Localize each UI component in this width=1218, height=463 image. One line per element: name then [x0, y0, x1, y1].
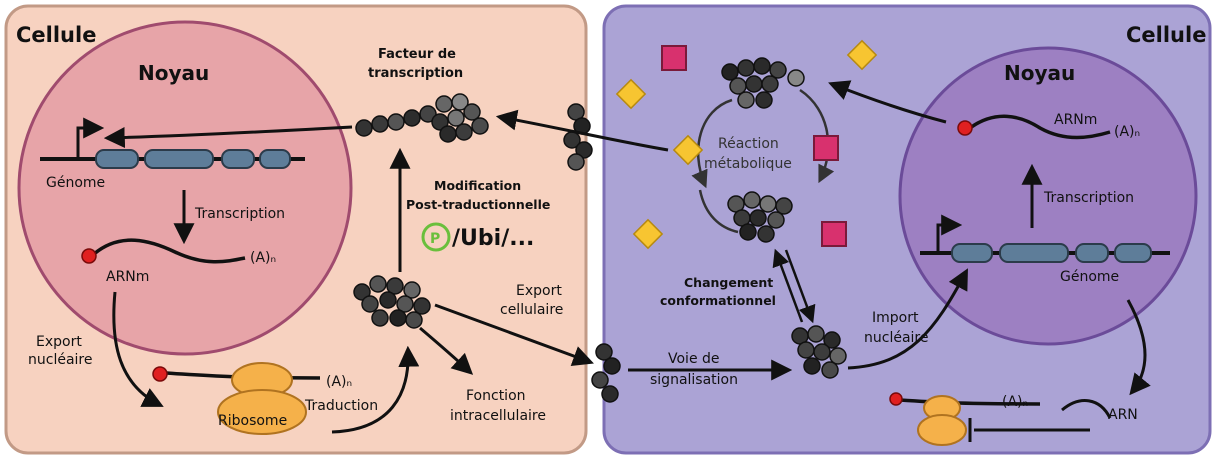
left-nuclear-export-arrow — [112, 291, 164, 407]
left-mrna-polya: (A)ₙ — [250, 250, 276, 266]
metabolic-protein-bottom — [727, 191, 793, 243]
metabolite-square-icon — [813, 135, 839, 161]
rna-strand — [1061, 399, 1112, 419]
left-mrna — [81, 238, 246, 264]
metabolic-to-mrna-arrow — [828, 80, 947, 124]
conformational-label-1: Changement — [684, 275, 773, 290]
left-translation-arrow — [331, 345, 420, 434]
conformational-label-2: conformationnel — [660, 293, 776, 308]
export-cellular-arrow — [434, 303, 594, 367]
right-ribosome-cap — [889, 392, 903, 406]
conformational-arrow-down — [784, 249, 816, 324]
ptm-mark: /Ubi/... — [452, 226, 534, 251]
export-cellular-label-1: Export — [516, 283, 562, 299]
exported-protein-bottom — [591, 343, 621, 403]
import-nuclear-label-1: Import — [872, 310, 919, 326]
nucleus-to-rna-arrow — [1126, 299, 1151, 396]
left-genome-label: Génome — [46, 175, 105, 191]
left-nucleus-label: Noyau — [138, 61, 209, 85]
left-ribosome — [152, 362, 321, 435]
exported-protein-top — [563, 103, 593, 171]
left-genome — [40, 117, 305, 169]
metabolic-cycle — [691, 88, 835, 234]
intracellular-label-2: intracellulaire — [450, 408, 546, 424]
right-genome-label: Génome — [1060, 269, 1119, 285]
right-mrna-label: ARNm — [1054, 112, 1097, 128]
tf-label-1: Facteur de — [378, 47, 456, 62]
left-translation-label: Traduction — [304, 398, 378, 414]
right-ribosome — [889, 392, 1041, 446]
conformational-arrow-up — [772, 248, 804, 323]
phospho-letter: P — [430, 231, 440, 247]
intracellular-arrow — [419, 326, 474, 375]
right-transcription-label: Transcription — [1043, 190, 1134, 206]
right-to-tf-arrow — [495, 109, 669, 152]
ptm-label-2: Post-traductionnelle — [406, 197, 550, 212]
left-ribosome-cap — [152, 366, 168, 382]
left-protein-cluster — [353, 275, 431, 329]
signaling-protein-cluster — [791, 325, 847, 379]
left-mrna-cap — [81, 248, 97, 264]
right-nucleus-label: Noyau — [1004, 61, 1075, 85]
metabolic-label-1: Réaction — [718, 136, 779, 152]
left-ribosome-label: Ribosome — [218, 413, 287, 429]
left-transcription-label: Transcription — [194, 206, 285, 222]
metabolite-diamond-icon — [615, 78, 647, 110]
left-nuclear-export-label-1: Export — [36, 334, 82, 350]
metabolic-label-2: métabolique — [704, 156, 792, 172]
right-nucleus — [898, 46, 1198, 346]
phospho-icon — [421, 222, 451, 252]
left-ribosome-polya: (A)ₙ — [326, 374, 352, 390]
metabolite-diamond-icon — [672, 134, 704, 166]
tf-to-genome-arrow — [103, 125, 353, 149]
export-cellular-label-2: cellulaire — [500, 302, 563, 318]
left-nucleus — [17, 20, 353, 356]
right-mrna — [957, 114, 1111, 140]
right-ribosome-polya: (A)ₙ — [1002, 394, 1028, 410]
tf-label-2: transcription — [368, 66, 463, 81]
import-nuclear-label-2: nucléaire — [864, 330, 928, 346]
metabolite-diamond-icon — [846, 39, 878, 71]
right-cell-title: Cellule — [1126, 23, 1206, 47]
metabolite-square-icon — [821, 221, 847, 247]
ptm-label-1: Modification — [434, 178, 521, 193]
left-nuclear-export-label-2: nucléaire — [28, 352, 92, 368]
left-mrna-label: ARNm — [106, 269, 149, 285]
rna-label: ARN — [1108, 407, 1138, 423]
tf-protein-cluster — [355, 93, 489, 143]
import-nuclear-arrow — [847, 268, 968, 370]
metabolite-diamond-icon — [632, 218, 664, 250]
metabolic-protein-top — [721, 57, 805, 109]
left-cell-title: Cellule — [16, 23, 96, 47]
signaling-label-2: signalisation — [650, 372, 738, 388]
right-mrna-cap — [957, 120, 973, 136]
right-mrna-polya: (A)ₙ — [1114, 124, 1140, 140]
signaling-label-1: Voie de — [668, 351, 720, 367]
intracellular-label-1: Fonction — [466, 388, 526, 404]
right-genome — [920, 214, 1170, 263]
metabolite-square-icon — [661, 45, 687, 71]
